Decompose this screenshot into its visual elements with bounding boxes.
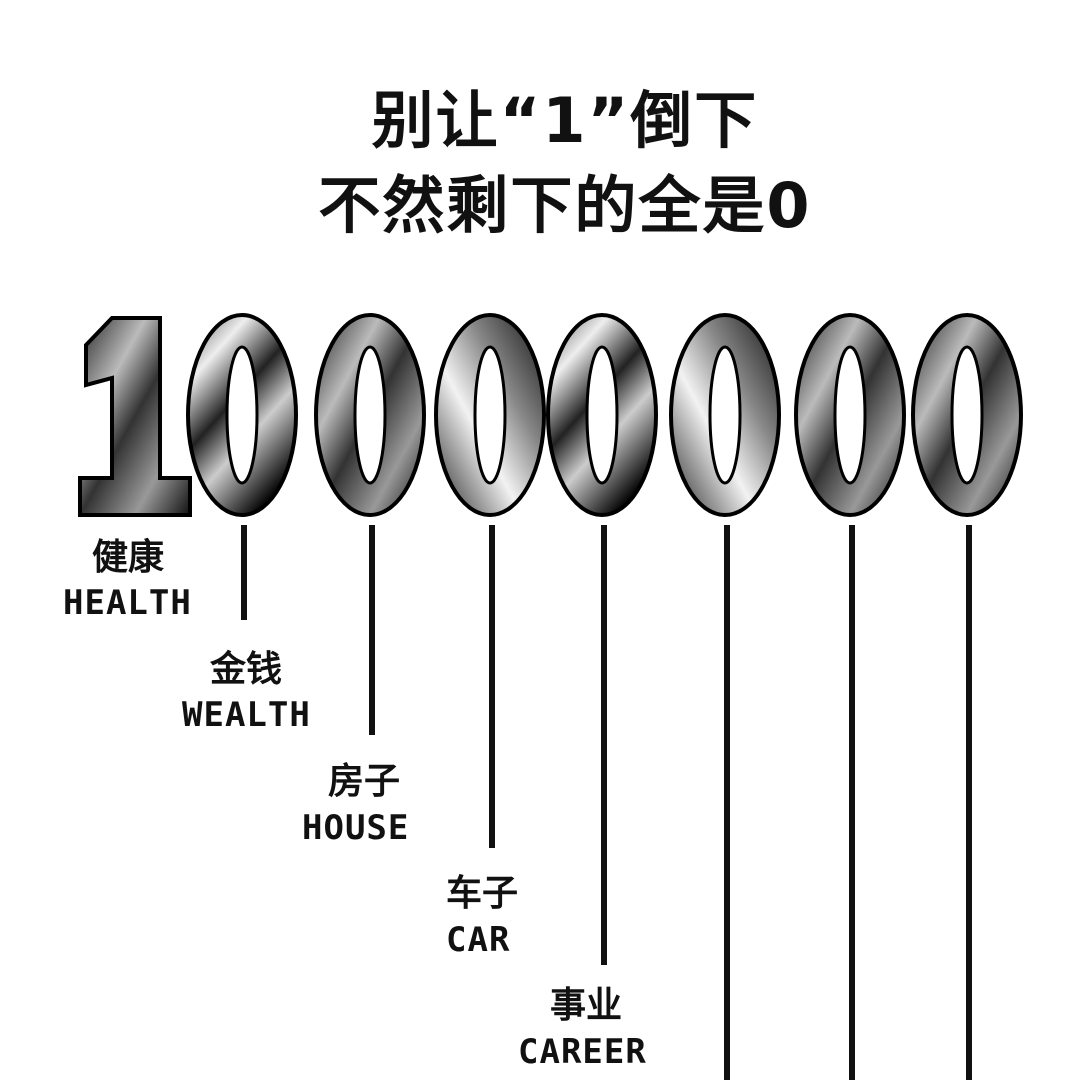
label-cn: 健康 bbox=[92, 537, 165, 578]
label-cn: 金钱 bbox=[210, 649, 283, 690]
digit-zero bbox=[911, 313, 1023, 517]
label-en: CAR bbox=[446, 920, 511, 960]
label-en: WEALTH bbox=[182, 695, 311, 735]
digit-zero bbox=[314, 313, 426, 517]
label-cn: 车子 bbox=[446, 873, 519, 914]
label-en: CAREER bbox=[518, 1032, 647, 1072]
label-cn: 房子 bbox=[328, 761, 401, 802]
label-en: HOUSE bbox=[302, 808, 410, 848]
digit-zero bbox=[546, 313, 658, 517]
title-line-1: 别让“1”倒下 bbox=[371, 84, 759, 157]
digit-zero bbox=[794, 313, 906, 517]
digit-zero bbox=[186, 313, 298, 517]
label-en: HEALTH bbox=[63, 583, 192, 623]
digit-one bbox=[78, 316, 192, 517]
title-line-2: 不然剩下的全是0 bbox=[318, 169, 812, 242]
digit-zero bbox=[669, 313, 781, 517]
digit-zero bbox=[434, 313, 546, 517]
label-cn: 事业 bbox=[550, 985, 623, 1026]
